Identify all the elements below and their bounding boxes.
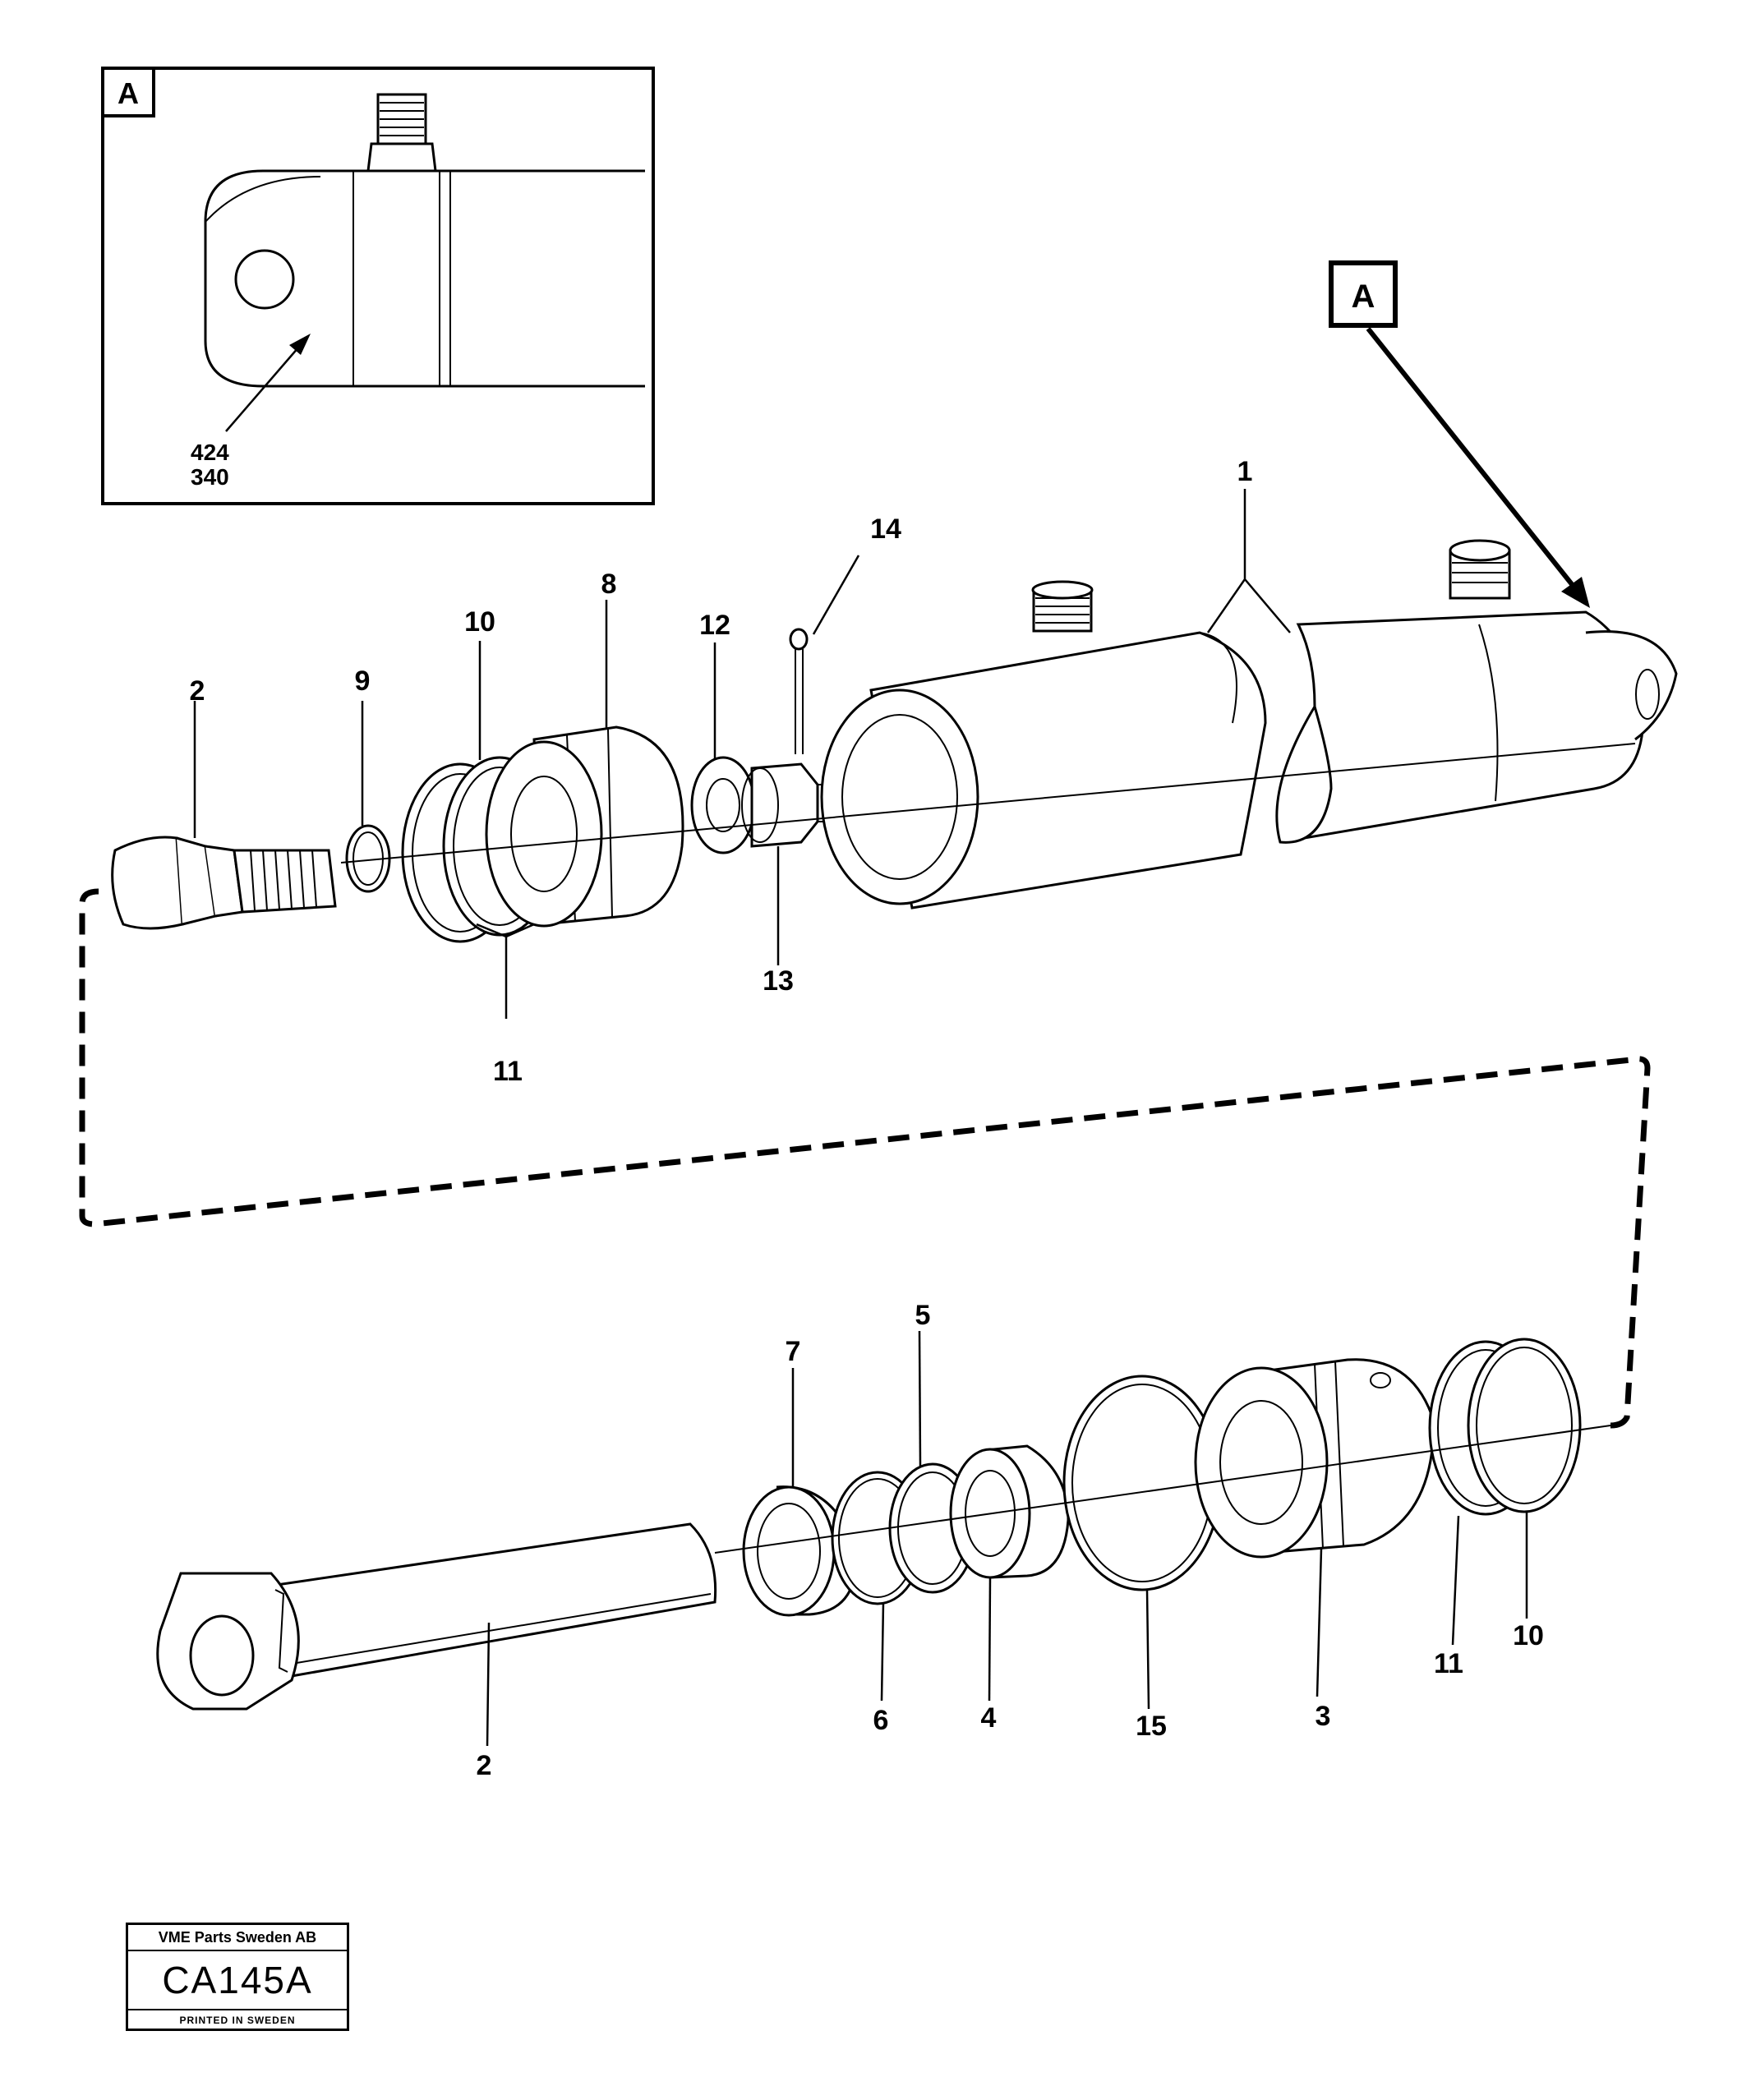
upper-label-1: 1 [1237,456,1253,487]
view-a-marker: A [1329,260,1590,608]
lower-label-5: 5 [915,1300,931,1331]
lower-label-15: 15 [1136,1711,1167,1742]
lower-label-11: 11 [1434,1648,1463,1679]
upper-label-14: 14 [870,513,901,545]
lower-part-7-wiper [742,1485,857,1617]
lower-label-10: 10 [1513,1620,1544,1651]
view-a-badge-label: A [1352,279,1375,315]
upper-label-11: 11 [493,1056,523,1087]
lower-label-2: 2 [477,1750,492,1781]
upper-label-2: 2 [190,675,205,707]
lower-part-10-ring [1467,1338,1582,1513]
lower-part-2-piston-rod [156,1522,717,1711]
upper-part-13-castle-nut [741,762,827,848]
lower-assembly: 2 7 5 6 4 15 3 11 10 [156,1300,1611,1781]
title-block-printed: PRINTED IN SWEDEN [179,2015,296,2026]
upper-label-9: 9 [355,665,371,697]
upper-part-2-rod-end [111,836,337,930]
lower-label-3: 3 [1316,1701,1331,1732]
lower-part-4-bushing [949,1444,1070,1579]
upper-part-8-piston [485,725,684,928]
upper-part-14-cotter-pin [789,628,809,754]
lower-label-6: 6 [873,1705,889,1736]
upper-label-10: 10 [464,606,495,638]
title-block-company: VME Parts Sweden AB [128,1925,347,1951]
detail-a-inset: A 424 340 [101,67,655,505]
upper-label-13: 13 [763,965,794,997]
detail-a-badge-label: A [118,76,139,110]
upper-assembly: 2 9 10 8 12 14 1 13 11 [111,456,1678,1087]
title-block: VME Parts Sweden AB CA145A PRINTED IN SW… [126,1923,349,2031]
dashed-connector-line [79,888,1651,1429]
lower-part-3-cylinder-head [1194,1358,1435,1559]
detail-cylinder-end [204,93,645,388]
detail-a-badge: A [101,67,155,117]
detail-callout-line1: 424 [191,440,229,465]
title-block-code: CA145A [128,1951,347,2010]
detail-callout-line2: 340 [191,464,229,490]
upper-part-1-cylinder [820,539,1678,910]
upper-label-8: 8 [601,569,617,600]
lower-label-7: 7 [786,1336,801,1367]
detail-callout-arrow [225,334,311,432]
upper-part-12-washer [690,756,756,854]
upper-label-12: 12 [699,610,730,641]
lower-label-4: 4 [981,1702,997,1734]
